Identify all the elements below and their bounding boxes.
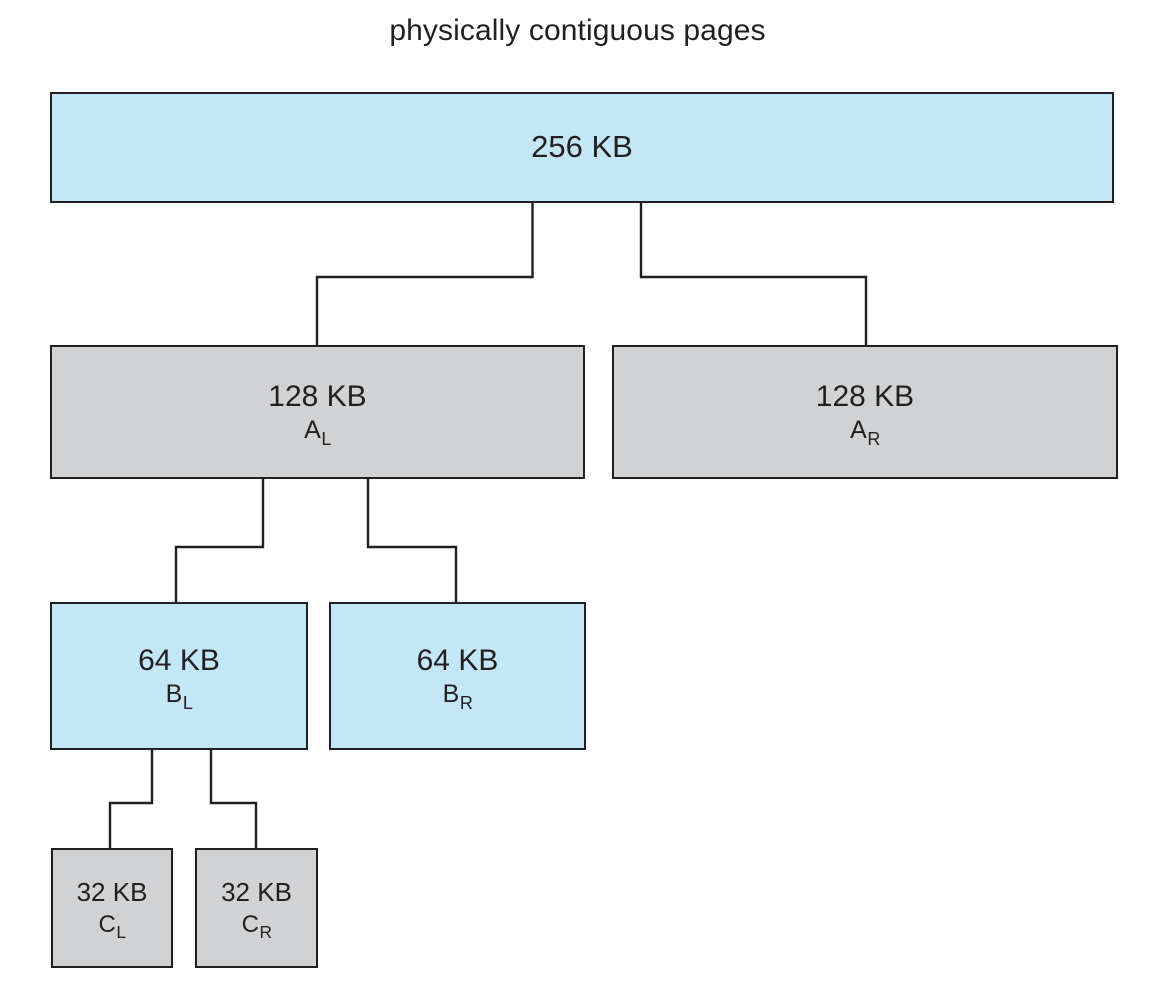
node-name-subscript: R: [259, 921, 272, 942]
node-size-label: 32 KB: [221, 877, 292, 908]
edge-root-to-a-right: [639, 201, 868, 347]
node-name-label: BL: [165, 680, 193, 712]
node-name-base: A: [304, 416, 321, 445]
edge-root-to-a-left: [315, 201, 534, 347]
node-name-subscript: L: [321, 428, 332, 449]
node-128kb-a-left[interactable]: 128 KB AL: [50, 345, 585, 479]
edge-b-left-to-c-right: [209, 748, 258, 850]
page-title: physically contiguous pages: [389, 14, 766, 47]
node-128kb-a-right[interactable]: 128 KB AR: [612, 345, 1118, 479]
node-size-label: 64 KB: [416, 643, 499, 677]
node-64kb-b-left[interactable]: 64 KB BL: [50, 602, 308, 750]
node-size-label: 256 KB: [531, 129, 633, 165]
edge-a-left-to-b-left: [174, 476, 265, 604]
node-name-base: A: [850, 416, 867, 445]
node-size-label: 128 KB: [268, 379, 367, 413]
node-name-subscript: L: [116, 921, 126, 942]
node-name-label: CL: [98, 910, 126, 940]
node-name-label: CR: [241, 910, 272, 940]
node-name-base: B: [442, 680, 460, 709]
node-name-base: C: [98, 910, 116, 938]
node-name-subscript: R: [867, 428, 881, 449]
node-name-label: BR: [442, 680, 473, 712]
node-size-label: 64 KB: [138, 643, 220, 677]
node-size-label: 128 KB: [815, 379, 915, 413]
node-name-label: AR: [850, 416, 880, 448]
node-64kb-b-right[interactable]: 64 KB BR: [329, 602, 586, 750]
node-size-label: 32 KB: [76, 877, 148, 908]
node-name-base: C: [241, 910, 259, 938]
node-256kb-root[interactable]: 256 KB: [50, 92, 1114, 203]
node-32kb-c-right[interactable]: 32 KB CR: [195, 848, 318, 968]
node-name-subscript: L: [182, 692, 193, 713]
edge-a-left-to-b-right: [366, 476, 458, 604]
node-name-base: B: [165, 680, 183, 709]
node-32kb-c-left[interactable]: 32 KB CL: [51, 848, 173, 968]
node-name-subscript: R: [459, 692, 473, 713]
node-name-label: AL: [304, 416, 331, 448]
edge-b-left-to-c-left: [108, 748, 154, 850]
